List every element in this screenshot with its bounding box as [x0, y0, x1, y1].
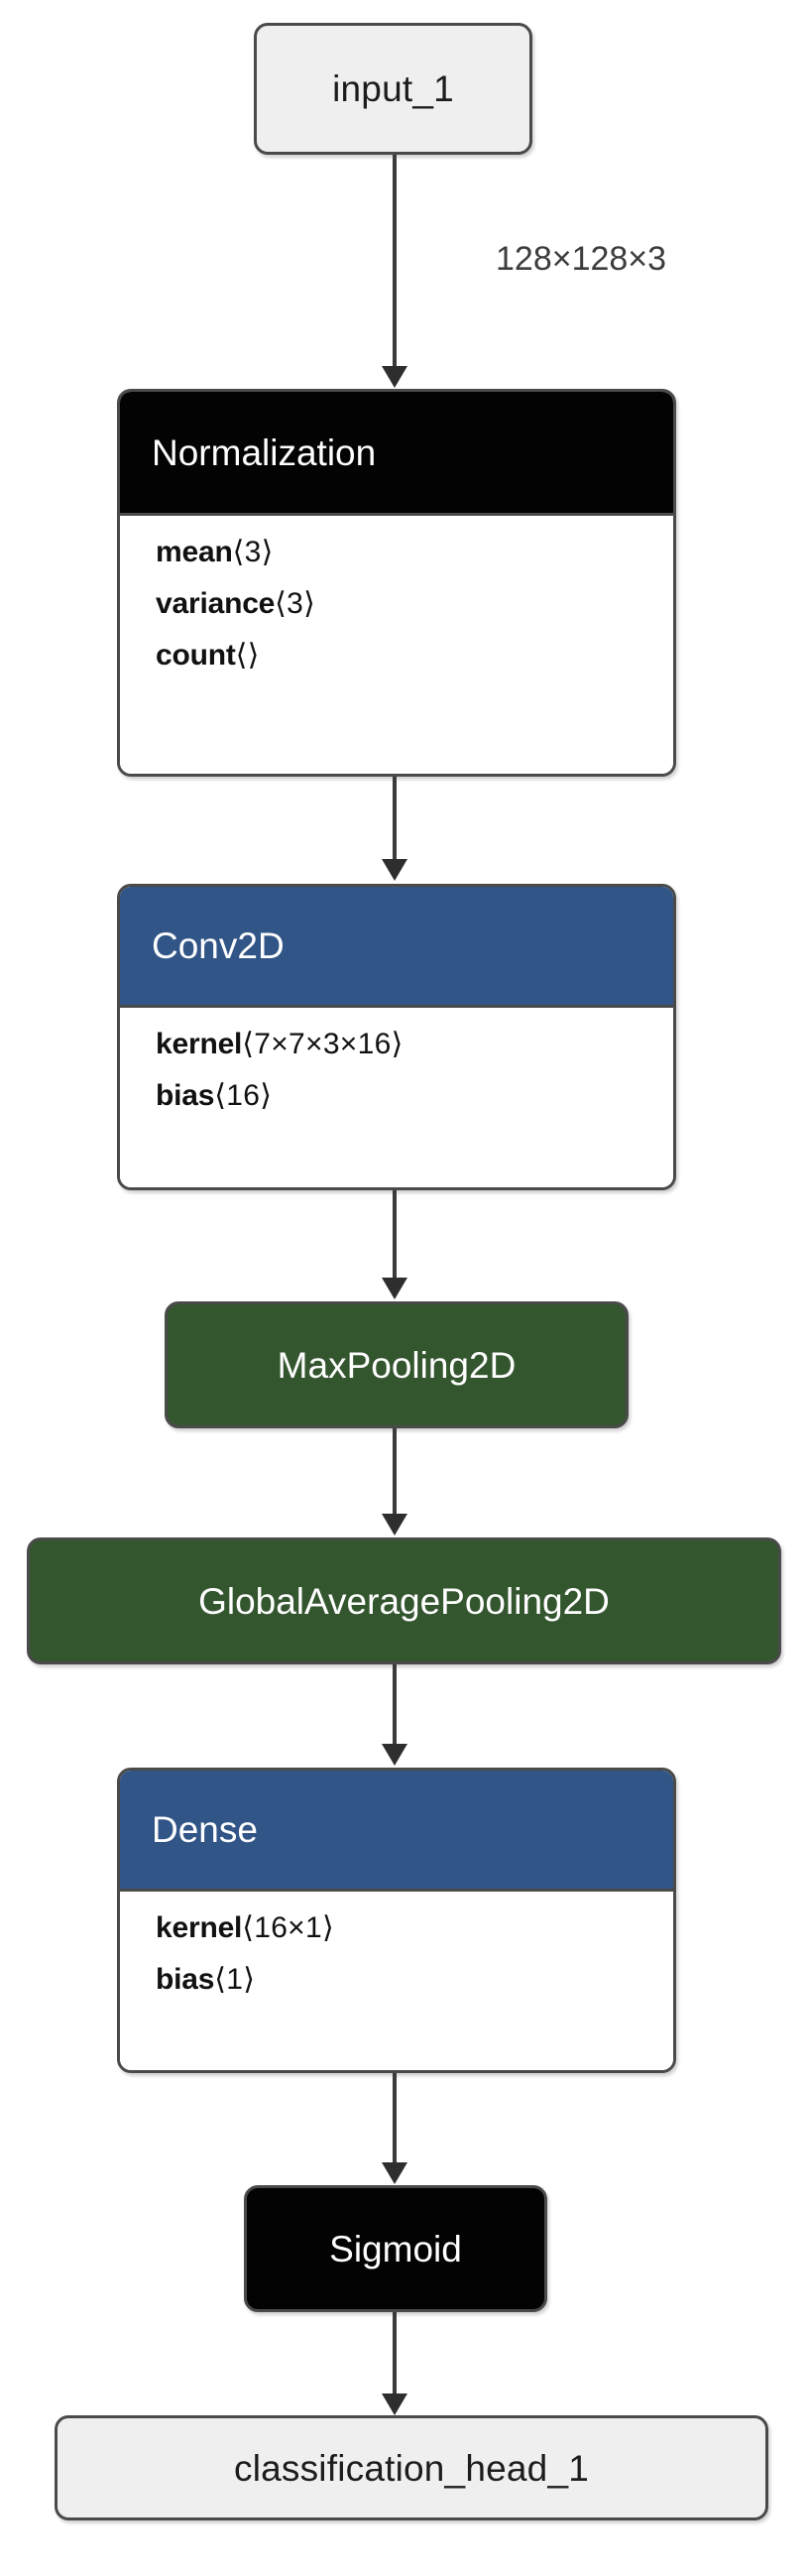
- weight-row: count⟨⟩: [156, 641, 673, 671]
- weight-row: kernel⟨16×1⟩: [156, 1913, 673, 1943]
- edge-maxpooling2d-to-globalaveragepooling2d: [393, 1428, 397, 1516]
- arrowhead-globalaveragepooling2d-to-dense: [382, 1744, 407, 1766]
- edge-label-input-shape: 128×128×3: [496, 240, 667, 278]
- arrowhead-normalization-to-conv2d: [382, 859, 407, 881]
- weight-shape: ⟨⟩: [235, 639, 260, 672]
- node-classification-head-1[interactable]: classification_head_1: [55, 2415, 768, 2520]
- weight-name: kernel: [156, 1911, 243, 1944]
- edge-input1-to-normalization: [393, 155, 397, 368]
- weight-name: bias: [156, 1963, 215, 1996]
- weight-row: bias⟨1⟩: [156, 1965, 673, 1995]
- edge-sigmoid-to-classification-head-1: [393, 2312, 397, 2395]
- node-sigmoid-label: Sigmoid: [329, 2228, 462, 2269]
- weight-row: variance⟨3⟩: [156, 589, 673, 619]
- node-globalaveragepooling2d[interactable]: GlobalAveragePooling2D: [27, 1537, 781, 1664]
- weight-shape: ⟨7×7×3×16⟩: [242, 1028, 404, 1060]
- node-input-1-label: input_1: [332, 68, 454, 109]
- node-normalization[interactable]: Normalization mean⟨3⟩ variance⟨3⟩ count⟨…: [117, 389, 676, 777]
- node-maxpooling2d-label: MaxPooling2D: [277, 1344, 517, 1386]
- weight-name: mean: [156, 536, 233, 568]
- weight-name: variance: [156, 587, 276, 620]
- node-globalaveragepooling2d-label: GlobalAveragePooling2D: [198, 1580, 610, 1622]
- arrowhead-conv2d-to-maxpooling2d: [382, 1278, 407, 1299]
- weight-row: kernel⟨7×7×3×16⟩: [156, 1030, 673, 1059]
- weight-shape: ⟨3⟩: [232, 536, 274, 568]
- arrowhead-input1-to-normalization: [382, 366, 407, 388]
- weight-shape: ⟨3⟩: [275, 587, 316, 620]
- weight-row: bias⟨16⟩: [156, 1081, 673, 1111]
- node-sigmoid[interactable]: Sigmoid: [244, 2185, 547, 2312]
- weight-row: mean⟨3⟩: [156, 538, 673, 567]
- edge-dense-to-sigmoid: [393, 2073, 397, 2164]
- node-dense-weights: kernel⟨16×1⟩ bias⟨1⟩: [120, 1892, 673, 2070]
- weight-shape: ⟨16⟩: [214, 1079, 273, 1112]
- edge-globalaveragepooling2d-to-dense: [393, 1664, 397, 1746]
- edge-conv2d-to-maxpooling2d: [393, 1190, 397, 1280]
- arrowhead-maxpooling2d-to-globalaveragepooling2d: [382, 1514, 407, 1535]
- weight-name: count: [156, 639, 236, 672]
- edge-normalization-to-conv2d: [393, 777, 397, 861]
- node-conv2d-header: Conv2D: [120, 887, 673, 1008]
- arrowhead-sigmoid-to-classification-head-1: [382, 2393, 407, 2415]
- node-classification-head-1-label: classification_head_1: [234, 2447, 589, 2489]
- node-dense[interactable]: Dense kernel⟨16×1⟩ bias⟨1⟩: [117, 1768, 676, 2073]
- weight-name: bias: [156, 1079, 215, 1112]
- node-dense-label: Dense: [152, 1809, 258, 1850]
- node-conv2d-weights: kernel⟨7×7×3×16⟩ bias⟨16⟩: [120, 1008, 673, 1187]
- arrowhead-dense-to-sigmoid: [382, 2162, 407, 2184]
- node-normalization-weights: mean⟨3⟩ variance⟨3⟩ count⟨⟩: [120, 516, 673, 774]
- weight-shape: ⟨1⟩: [214, 1963, 256, 1996]
- node-conv2d-label: Conv2D: [152, 925, 285, 966]
- node-input-1[interactable]: input_1: [254, 23, 532, 155]
- weight-shape: ⟨16×1⟩: [242, 1911, 334, 1944]
- node-normalization-header: Normalization: [120, 392, 673, 516]
- node-normalization-label: Normalization: [152, 431, 377, 473]
- node-maxpooling2d[interactable]: MaxPooling2D: [165, 1301, 629, 1428]
- node-conv2d[interactable]: Conv2D kernel⟨7×7×3×16⟩ bias⟨16⟩: [117, 884, 676, 1190]
- weight-name: kernel: [156, 1028, 243, 1060]
- node-dense-header: Dense: [120, 1771, 673, 1892]
